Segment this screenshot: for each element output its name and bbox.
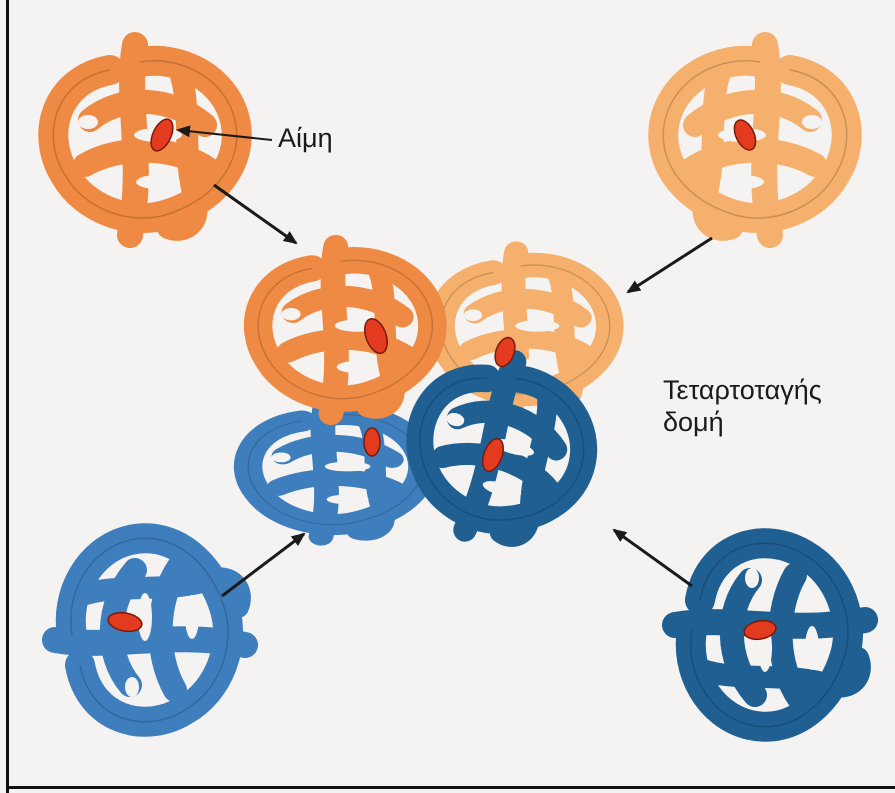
heme-group-top-left <box>150 118 174 152</box>
tetramer-complex <box>248 246 610 554</box>
quaternary-label-line-2: δομή <box>663 407 724 437</box>
subunit-bottom-right <box>675 543 865 726</box>
heme-group-tetramer-1 <box>364 317 388 355</box>
heme-group-top-right <box>733 119 757 151</box>
heme-group-tetramer-4 <box>481 437 505 473</box>
arrow-bottom-right <box>612 528 693 588</box>
arrow-top-right <box>626 236 713 294</box>
heme-group-bottom-left <box>107 611 143 633</box>
tetramer-orange <box>258 246 432 413</box>
quaternary-structure-label: Τεταρτοταγής δομή <box>663 374 822 438</box>
heme-group-tetramer-3 <box>363 427 381 457</box>
heme-label: Αίμη <box>278 123 333 153</box>
arrow-bottom-left <box>221 532 306 598</box>
arrow-top-left <box>213 183 298 245</box>
heme-group-bottom-right <box>743 619 777 641</box>
subunit-top-right <box>663 45 846 235</box>
subunit-top-left <box>53 45 236 235</box>
subunit-bottom-left <box>55 538 245 721</box>
heme-group-tetramer-2 <box>494 336 516 368</box>
frame-bottom-border <box>6 786 895 789</box>
frame-left-border <box>6 0 9 793</box>
quaternary-label-line-1: Τεταρτοταγής <box>663 375 822 405</box>
heme-pointer-arrow <box>176 125 273 141</box>
